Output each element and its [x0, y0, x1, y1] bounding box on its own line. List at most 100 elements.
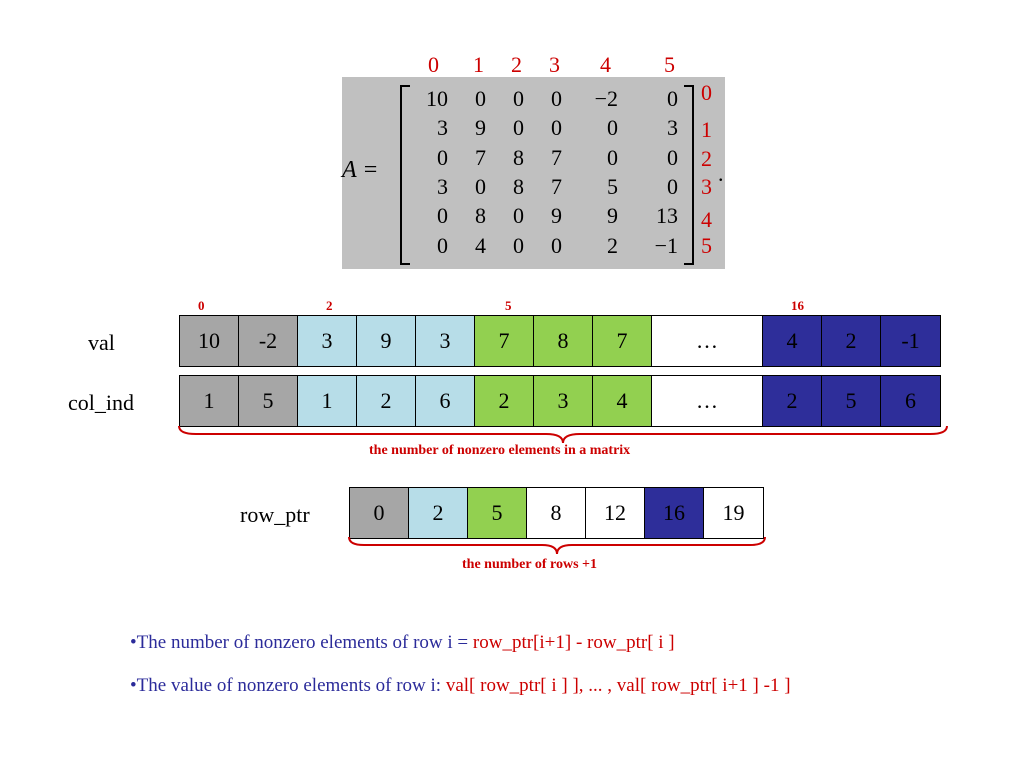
nnz-caption: the number of nonzero elements in a matr… — [369, 443, 631, 458]
row-ptr-cell: 19 — [704, 488, 763, 538]
matrix-cell: 7 — [551, 145, 562, 170]
val-cell: … — [652, 316, 763, 366]
val-cell: -1 — [881, 316, 940, 366]
matrix-cell: −1 — [654, 233, 678, 258]
row-index: 5 — [701, 233, 712, 258]
matrix-cell: −2 — [594, 86, 618, 111]
row-ptr-cell: 5 — [468, 488, 527, 538]
val-cell: 3 — [416, 316, 475, 366]
val-cell: 2 — [822, 316, 881, 366]
col-ind-cell: 1 — [298, 376, 357, 426]
matrix-cell: 7 — [475, 145, 486, 170]
pointer-label: 16 — [791, 298, 804, 313]
val-cell: 8 — [534, 316, 593, 366]
row-ptr-cell: 0 — [350, 488, 409, 538]
matrix-cell: 0 — [437, 233, 448, 258]
matrix-cell: 13 — [656, 203, 678, 228]
row-index: 2 — [701, 146, 712, 171]
matrix-cell: 0 — [437, 145, 448, 170]
val-cell: 9 — [357, 316, 416, 366]
val-label: val — [88, 330, 115, 355]
left-bracket — [400, 85, 410, 265]
matrix-cell: 0 — [607, 145, 618, 170]
col-ind-cell: 2 — [475, 376, 534, 426]
matrix-cell: 0 — [437, 203, 448, 228]
row-ptr-label: row_ptr — [240, 502, 310, 527]
col-ind-cell: 5 — [822, 376, 881, 426]
matrix-cell: 9 — [475, 115, 486, 140]
val-cell: 7 — [475, 316, 534, 366]
col-ind-cell: 2 — [357, 376, 416, 426]
matrix-cell: 0 — [513, 233, 524, 258]
col-index: 4 — [600, 52, 611, 77]
row-ptr-cell: 16 — [645, 488, 704, 538]
matrix-cell: 0 — [551, 233, 562, 258]
col-index: 3 — [549, 52, 560, 77]
col-ind-cell: 2 — [763, 376, 822, 426]
right-bracket — [684, 85, 694, 265]
matrix-cell: 0 — [475, 174, 486, 199]
val-cell: -2 — [239, 316, 298, 366]
matrix-cell: 2 — [607, 233, 618, 258]
bullet-values-of-row: •The value of nonzero elements of row i:… — [130, 675, 791, 697]
col-ind-cell: 6 — [881, 376, 940, 426]
bullet-text: •The number of nonzero elements of row i… — [130, 632, 473, 653]
col-ind-cell: 4 — [593, 376, 652, 426]
col-ind-label: col_ind — [68, 390, 134, 415]
val-cell: 4 — [763, 316, 822, 366]
row-ptr-cell: 8 — [527, 488, 586, 538]
matrix-cell: 0 — [551, 86, 562, 111]
val-cell: 7 — [593, 316, 652, 366]
col-ind-cell: 3 — [534, 376, 593, 426]
matrix-cell: 9 — [551, 203, 562, 228]
matrix-cell: 8 — [513, 174, 524, 199]
matrix-cell: 0 — [513, 115, 524, 140]
matrix-cell: 10 — [426, 86, 448, 111]
row-ptr-cell: 12 — [586, 488, 645, 538]
col-index: 5 — [664, 52, 675, 77]
matrix-label: A = — [342, 157, 379, 183]
matrix-cell: 0 — [667, 174, 678, 199]
matrix-cell: 4 — [475, 233, 486, 258]
matrix-cell: 0 — [475, 86, 486, 111]
col-ind-cell: 1 — [180, 376, 239, 426]
matrix-cell: 7 — [551, 174, 562, 199]
pointer-label: 2 — [326, 298, 333, 313]
rows-caption: the number of rows +1 — [462, 557, 598, 572]
row-index: 0 — [701, 80, 712, 105]
matrix-cell: 0 — [667, 145, 678, 170]
val-cell: 3 — [298, 316, 357, 366]
matrix-cell: 8 — [475, 203, 486, 228]
bullet-text: •The value of nonzero elements of row i: — [130, 675, 446, 696]
matrix-cell: 3 — [437, 115, 448, 140]
col-ind-cell: 5 — [239, 376, 298, 426]
bullet-formula: val[ row_ptr[ i ] ], ... , val[ row_ptr[… — [445, 675, 791, 696]
matrix-cell: 3 — [667, 115, 678, 140]
bullet-nnz-per-row: •The number of nonzero elements of row i… — [130, 632, 675, 654]
val-cell: 10 — [180, 316, 239, 366]
row-index: 3 — [701, 174, 712, 199]
matrix-cell: 0 — [513, 86, 524, 111]
matrix-cell: 0 — [513, 203, 524, 228]
matrix-cell: 5 — [607, 174, 618, 199]
matrix-cell: 3 — [437, 174, 448, 199]
matrix-cell: 0 — [667, 86, 678, 111]
row-index: 4 — [701, 207, 712, 232]
rows-brace — [348, 536, 766, 555]
matrix-trailing-period: . — [718, 161, 724, 186]
bullet-formula: row_ptr[i+1] - row_ptr[ i ] — [472, 632, 675, 653]
row-ptr-cell: 2 — [409, 488, 468, 538]
pointer-label: 0 — [198, 298, 205, 313]
matrix-cell: 9 — [607, 203, 618, 228]
pointer-label: 5 — [505, 298, 512, 313]
col-ind-cell: 6 — [416, 376, 475, 426]
matrix-cell: 0 — [607, 115, 618, 140]
col-ind-cell: … — [652, 376, 763, 426]
nnz-brace — [178, 425, 948, 444]
matrix-cell: 0 — [551, 115, 562, 140]
col-index: 1 — [473, 52, 484, 77]
